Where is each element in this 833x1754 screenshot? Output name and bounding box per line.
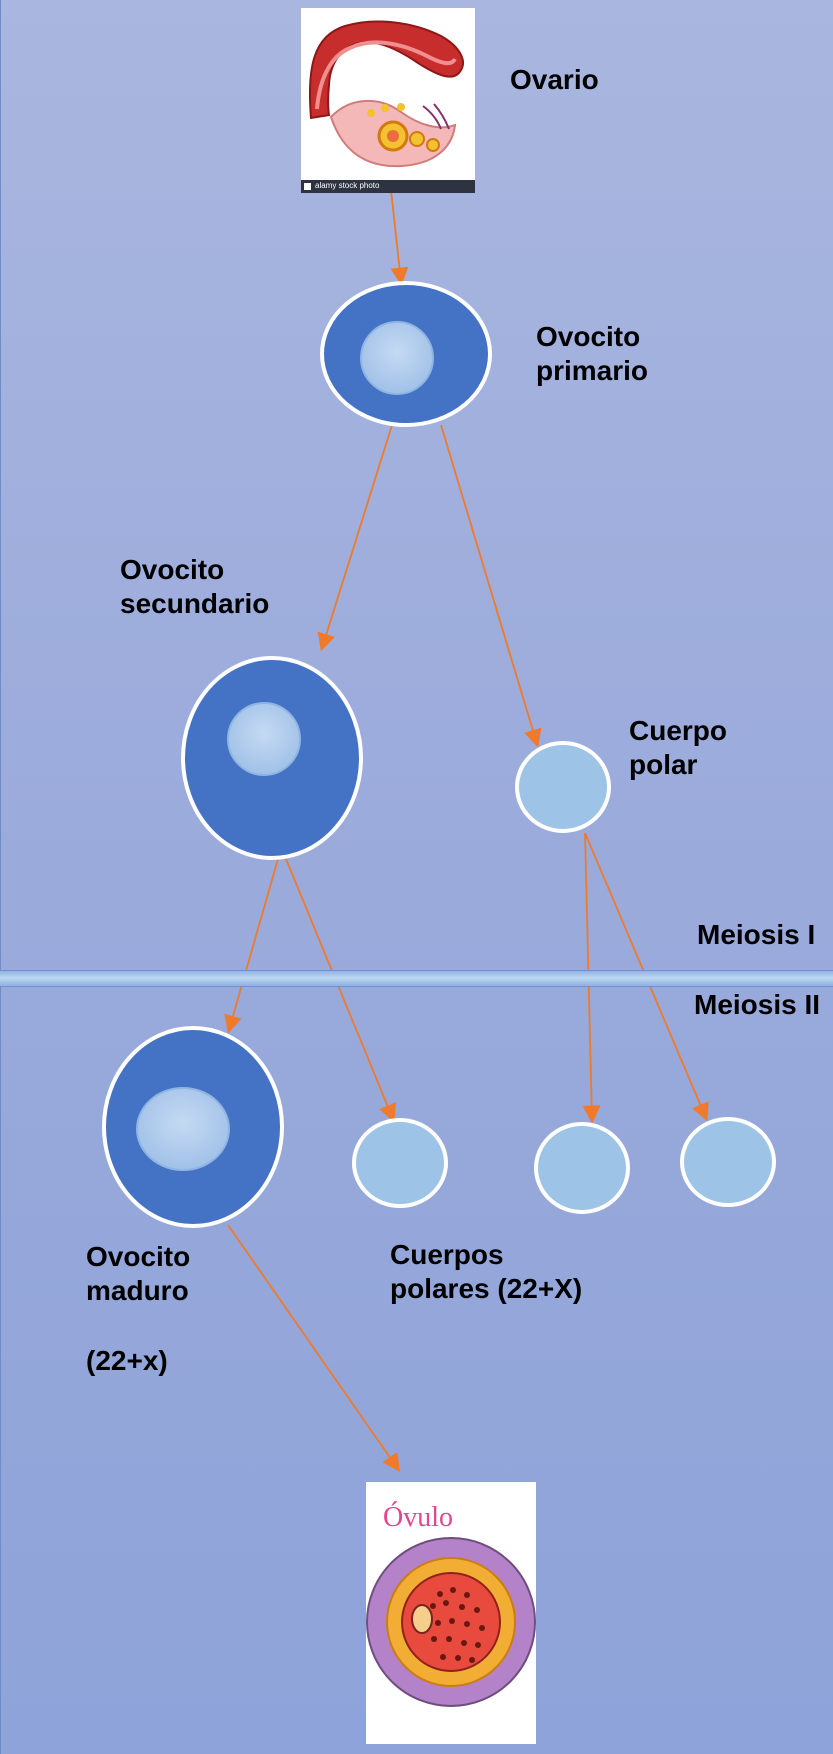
label-meiosis-i: Meiosis I: [697, 919, 816, 950]
arrow-ovary-to-primary: [390, 189, 409, 286]
primary-oocyte-nucleus: [360, 321, 434, 395]
label-ovocito-primario: Ovocito primario: [536, 321, 649, 387]
stock-watermark-text: alamy stock photo: [315, 181, 380, 190]
arrow-primary-to-polar: [440, 424, 542, 748]
polar-body-1: [352, 1118, 448, 1208]
label-ovocito-secundario: Ovocito secundario: [120, 554, 270, 620]
secondary-oocyte-nucleus: [227, 702, 301, 776]
label-ovario: Ovario: [510, 64, 599, 95]
label-meiosis-ii: Meiosis II: [694, 989, 821, 1020]
mature-oocyte-nucleus: [136, 1087, 230, 1171]
arrow-mature-to-ovulo: [227, 1224, 401, 1472]
ovary-image: alamy stock photo: [301, 8, 475, 193]
ovulo-image-title: Óvulo: [383, 1502, 453, 1533]
polar-body-2: [534, 1122, 630, 1214]
arrow-primary-to-secondary: [317, 421, 394, 652]
arrow-secondary-to-polar-body: [285, 858, 396, 1123]
left-border-line: [0, 0, 1, 1754]
label-ovocito-maduro: Ovocito maduro: [86, 1241, 191, 1307]
label-cuerpos-polares: Cuerpos polares (22+X): [390, 1239, 583, 1305]
label-ovocito-maduro-formula: (22+x): [86, 1345, 168, 1376]
first-polar-body: [515, 741, 611, 833]
label-cuerpo-polar: Cuerpo polar: [629, 715, 727, 781]
ovulo-image: Óvulo: [366, 1482, 536, 1744]
arrow-secondary-to-mature: [224, 858, 279, 1034]
meiosis-divider-band: [0, 970, 833, 987]
polar-body-3: [680, 1117, 776, 1207]
